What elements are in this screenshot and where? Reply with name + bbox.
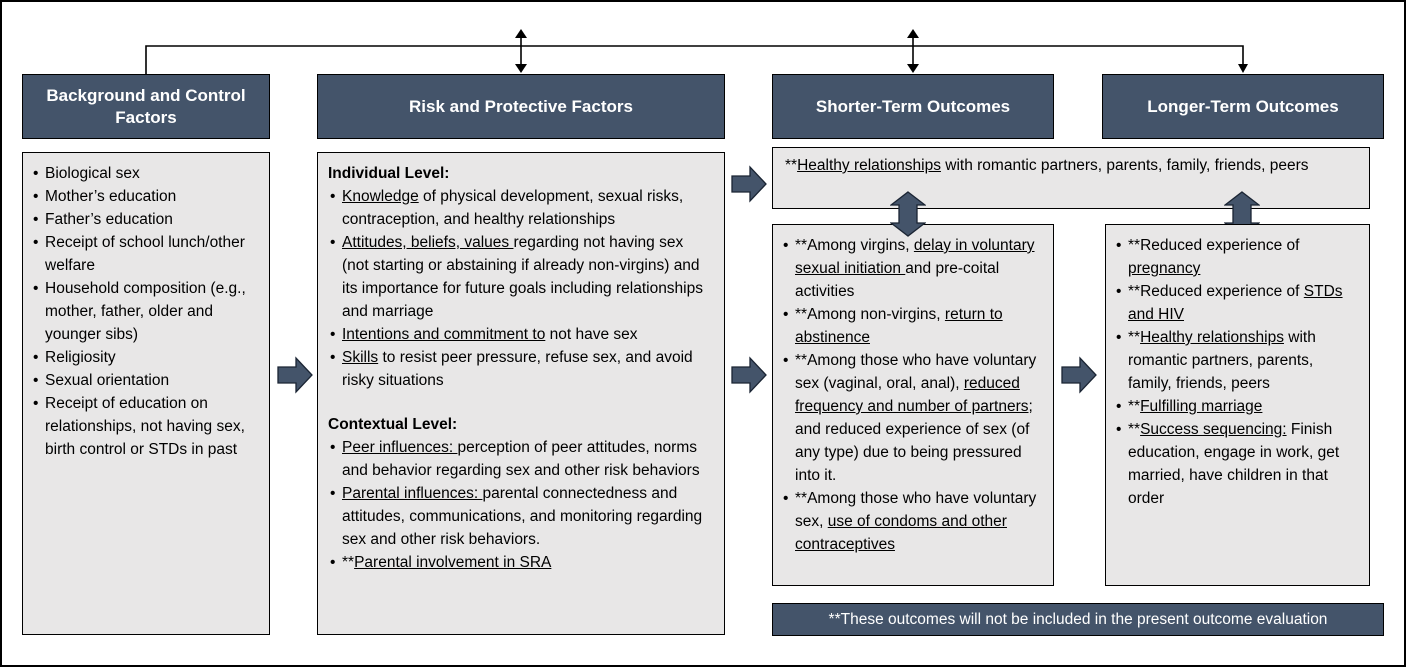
arrowhead-down-longer: [1238, 64, 1248, 73]
connector-path: [145, 45, 1244, 74]
text-segment: of physical development, sexual risks, c…: [342, 188, 684, 228]
contextual-level-title: Contextual Level:: [328, 416, 458, 433]
list-item: Intentions and commitment to not have se…: [328, 323, 714, 346]
background-factors-list: Biological sexMother’s educationFather’s…: [31, 162, 261, 461]
text-segment: Attitudes, beliefs, values: [342, 234, 514, 251]
flow-arrow-shorter-to-longer: [1061, 356, 1097, 394]
text-segment: Peer influences:: [342, 439, 458, 456]
text-segment: **Reduced experience of: [1128, 283, 1304, 300]
longer-term-list: **Reduced experience of pregnancy**Reduc…: [1114, 234, 1361, 510]
list-item: Skills to resist peer pressure, refuse s…: [328, 346, 714, 392]
list-item: **Among virgins, delay in voluntary sexu…: [781, 234, 1045, 303]
text-segment: and pre-coital activities: [795, 260, 1000, 300]
text-segment: Intentions and commitment to: [342, 326, 546, 343]
text-segment: use of condoms and other contraceptives: [795, 513, 1007, 553]
longer-term-box: **Reduced experience of pregnancy**Reduc…: [1105, 224, 1370, 586]
list-item: **Reduced experience of pregnancy: [1114, 234, 1361, 280]
arrowhead-down-shorter: [907, 64, 919, 73]
text-segment: **Reduced experience of: [1128, 237, 1300, 254]
arrowhead-down-risk: [515, 64, 527, 73]
flow-arrow-risk-to-healthy-relationships: [731, 165, 767, 203]
text-segment: Knowledge: [342, 188, 419, 205]
list-item: Religiosity: [31, 346, 261, 369]
text-segment: Parental involvement in SRA: [354, 554, 552, 571]
risk-protective-header: Risk and Protective Factors: [317, 74, 725, 139]
text-segment: Finish education, engage in work, get ma…: [1128, 421, 1340, 507]
top-connector-lines: [145, 29, 1248, 74]
text-segment: delay in voluntary sexual initiation: [795, 237, 1035, 277]
text-segment: **: [1128, 421, 1141, 438]
individual-level-title: Individual Level:: [328, 165, 450, 182]
list-item: **Among those who have voluntary sex, us…: [781, 487, 1045, 556]
text-segment: **Among those who have voluntary sex (va…: [795, 352, 1037, 392]
individual-level-list: Knowledge of physical development, sexua…: [328, 185, 714, 392]
flow-arrow-background-to-risk: [277, 356, 313, 394]
double-arrow-healthy-to-shorter: [890, 191, 926, 237]
list-item: **Reduced experience of STDs and HIV: [1114, 280, 1361, 326]
shorter-term-header: Shorter-Term Outcomes: [772, 74, 1054, 139]
text-segment: with romantic partners, parents, family,…: [1128, 329, 1316, 392]
footnote-bar: **These outcomes will not be included in…: [772, 603, 1384, 636]
text-segment: Fulfilling marriage: [1140, 398, 1263, 415]
text-segment: parental connectedness and attitudes, co…: [342, 485, 703, 548]
contextual-level-section: Contextual Level: Peer influences: perce…: [328, 413, 714, 574]
text-segment: **: [1128, 329, 1141, 346]
list-item: Biological sex: [31, 162, 261, 185]
text-segment: STDs and HIV: [1128, 283, 1343, 323]
arrowhead-up-shorter: [907, 29, 919, 38]
text-segment: Healthy relationships: [1140, 329, 1284, 346]
text-segment: Skills: [342, 349, 379, 366]
list-item: **Among non-virgins, return to abstinenc…: [781, 303, 1045, 349]
flow-arrow-risk-to-shorter: [731, 356, 767, 394]
text-segment: **: [1128, 398, 1141, 415]
list-item: Sexual orientation: [31, 369, 261, 392]
text-segment: Healthy relationships: [797, 157, 941, 174]
list-item: Father’s education: [31, 208, 261, 231]
text-segment: **Among those who have voluntary sex,: [795, 490, 1037, 530]
list-item: **Success sequencing: Finish education, …: [1114, 418, 1361, 510]
text-segment: Parental influences:: [342, 485, 483, 502]
background-factors-header: Background and Control Factors: [22, 74, 270, 139]
text-segment: to resist peer pressure, refuse sex, and…: [342, 349, 693, 389]
list-item: Receipt of school lunch/other welfare: [31, 231, 261, 277]
risk-protective-box: Individual Level: Knowledge of physical …: [317, 152, 725, 635]
text-segment: Success sequencing:: [1140, 421, 1287, 438]
list-item: **Parental involvement in SRA: [328, 551, 714, 574]
healthy-relationships-box: **Healthy relationships with romantic pa…: [772, 147, 1370, 209]
text-segment: perception of peer attitudes, norms and …: [342, 439, 700, 479]
text-segment: return to abstinence: [795, 306, 1003, 346]
list-item: Receipt of education on relationships, n…: [31, 392, 261, 461]
list-item: Knowledge of physical development, sexua…: [328, 185, 714, 231]
text-segment: ; and reduced experience of sex (of any …: [795, 398, 1033, 484]
shorter-term-box: **Among virgins, delay in voluntary sexu…: [772, 224, 1054, 586]
arrowhead-up-risk: [515, 29, 527, 38]
shorter-term-list: **Among virgins, delay in voluntary sexu…: [781, 234, 1045, 556]
text-segment: **: [342, 554, 355, 571]
text-segment: **Among non-virgins,: [795, 306, 945, 323]
text-segment: regarding not having sex (not starting o…: [342, 234, 703, 320]
list-item: **Among those who have voluntary sex (va…: [781, 349, 1045, 487]
text-segment: **Among virgins,: [795, 237, 914, 254]
list-item: Household composition (e.g., mother, fat…: [31, 277, 261, 346]
text-segment: **: [785, 157, 798, 174]
background-factors-box: Biological sexMother’s educationFather’s…: [22, 152, 270, 635]
text-segment: pregnancy: [1128, 260, 1201, 277]
list-item: **Healthy relationships with romantic pa…: [1114, 326, 1361, 395]
longer-term-header: Longer-Term Outcomes: [1102, 74, 1384, 139]
individual-level-section: Individual Level: Knowledge of physical …: [328, 162, 714, 392]
list-item: Parental influences: parental connectedn…: [328, 482, 714, 551]
text-segment: not have sex: [545, 326, 638, 343]
list-item: Peer influences: perception of peer atti…: [328, 436, 714, 482]
list-item: Attitudes, beliefs, values regarding not…: [328, 231, 714, 323]
text-segment: with romantic partners, parents, family,…: [940, 157, 1309, 174]
text-segment: reduced frequency and number of partners: [795, 375, 1029, 415]
contextual-level-list: Peer influences: perception of peer atti…: [328, 436, 714, 574]
list-item: Mother’s education: [31, 185, 261, 208]
list-item: **Fulfilling marriage: [1114, 395, 1361, 418]
